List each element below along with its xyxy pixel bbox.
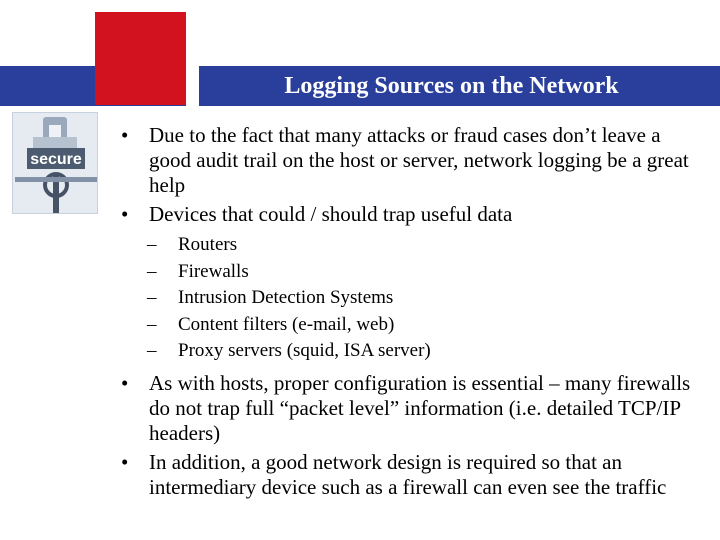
- sub-item-text: Content filters (e-mail, web): [178, 313, 395, 335]
- sub-item-text: Proxy servers (squid, ISA server): [178, 340, 431, 361]
- bullet-item: • Devices that could / should trap usefu…: [112, 202, 707, 227]
- bullet-text: Devices that could / should trap useful …: [149, 202, 513, 226]
- sub-item: –Content filters (e-mail, web): [147, 313, 395, 335]
- bullet-marker: •: [121, 370, 129, 395]
- bullet-list: • Due to the fact that many attacks or f…: [112, 123, 707, 504]
- bullet-item: • In addition, a good network design is …: [112, 450, 707, 500]
- secure-lock-image: secure: [12, 112, 98, 214]
- bullet-marker: •: [121, 202, 129, 226]
- bullet-item: • Due to the fact that many attacks or f…: [112, 123, 707, 198]
- bullet-text: As with hosts, proper configuration is e…: [149, 370, 691, 445]
- bullet-text: Due to the fact that many attacks or fra…: [149, 123, 689, 197]
- sub-item: –Intrusion Detection Systems: [147, 287, 394, 308]
- sub-item-text: Routers: [178, 234, 238, 255]
- bullet-text: In addition, a good network design is re…: [149, 449, 667, 499]
- sub-item: –Proxy servers (squid, ISA server): [147, 340, 431, 361]
- bullet-item: • As with hosts, proper configuration is…: [112, 371, 707, 446]
- secure-label: secure: [30, 151, 82, 168]
- padlock-secure-icon: secure: [13, 113, 97, 213]
- title-bar-gap: [186, 66, 199, 106]
- bullet-marker: •: [121, 449, 129, 474]
- bullet-marker: •: [121, 123, 129, 147]
- sub-item-text: Firewalls: [178, 260, 249, 282]
- sub-item: –Firewalls: [147, 260, 249, 282]
- red-accent-square: [95, 12, 186, 105]
- sub-list: –Routers –Firewalls –Intrusion Detection…: [112, 232, 707, 365]
- sub-item-text: Intrusion Detection Systems: [178, 287, 394, 308]
- sub-item: –Routers: [147, 234, 238, 255]
- slide-title: Logging Sources on the Network: [284, 72, 619, 99]
